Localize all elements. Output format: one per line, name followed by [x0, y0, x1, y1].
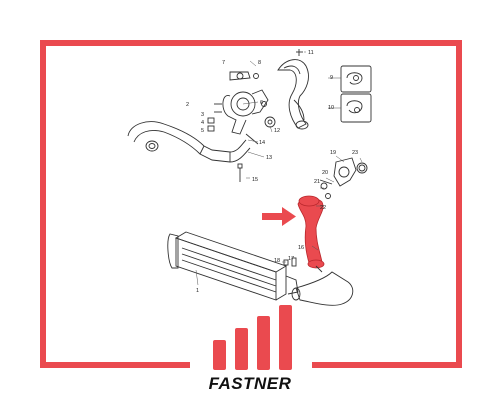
callout-labels: 1 2 3 4 5 6 7 8 9 10 11 12 13 14 15 16 1…	[186, 50, 358, 294]
intake-flange	[319, 157, 368, 199]
turbo-hose	[127, 121, 251, 163]
callout-7: 7	[222, 60, 225, 66]
callout-8: 8	[258, 60, 261, 66]
callout-17: 17	[288, 256, 294, 262]
bolt-15	[237, 163, 243, 182]
callout-6: 6	[260, 100, 263, 106]
logo-bars	[213, 305, 292, 370]
callout-3: 3	[201, 112, 204, 118]
callout-5: 5	[201, 128, 204, 134]
lower-hose	[283, 257, 354, 306]
detail-box-10	[340, 93, 372, 123]
logo-bar-4	[279, 305, 292, 370]
frame-left	[40, 40, 46, 368]
callout-20: 20	[322, 170, 328, 176]
leader-lines	[195, 51, 363, 286]
logo-bar-1	[213, 340, 226, 370]
brand-name: FASTNER	[208, 374, 292, 393]
callout-10: 10	[328, 105, 334, 111]
frame-bottom-right	[312, 362, 462, 368]
intake-pipe	[277, 49, 309, 130]
callout-14: 14	[259, 140, 265, 146]
intercooler	[167, 231, 299, 301]
logo-bar-3	[257, 316, 270, 370]
callout-4: 4	[201, 120, 204, 126]
callout-19: 19	[330, 150, 336, 156]
callout-1: 1	[196, 288, 199, 294]
callout-18: 18	[274, 258, 280, 264]
frame-bottom-left	[40, 362, 190, 368]
callout-12: 12	[274, 128, 280, 134]
frame-top	[40, 40, 462, 46]
callout-11: 11	[308, 50, 314, 56]
pointer-arrow	[262, 207, 296, 226]
callout-23: 23	[352, 150, 358, 156]
callout-9: 9	[330, 75, 333, 81]
turbocharger	[207, 71, 276, 145]
detail-box-9	[340, 65, 372, 93]
callout-22: 22	[320, 205, 326, 211]
callout-15: 15	[252, 177, 258, 183]
callout-16: 16	[298, 245, 304, 251]
red-frame	[40, 40, 462, 368]
frame-right	[456, 40, 462, 368]
callout-2: 2	[186, 102, 189, 108]
logo-bar-2	[235, 328, 248, 370]
callout-21: 21	[314, 179, 320, 185]
callout-13: 13	[266, 155, 272, 161]
